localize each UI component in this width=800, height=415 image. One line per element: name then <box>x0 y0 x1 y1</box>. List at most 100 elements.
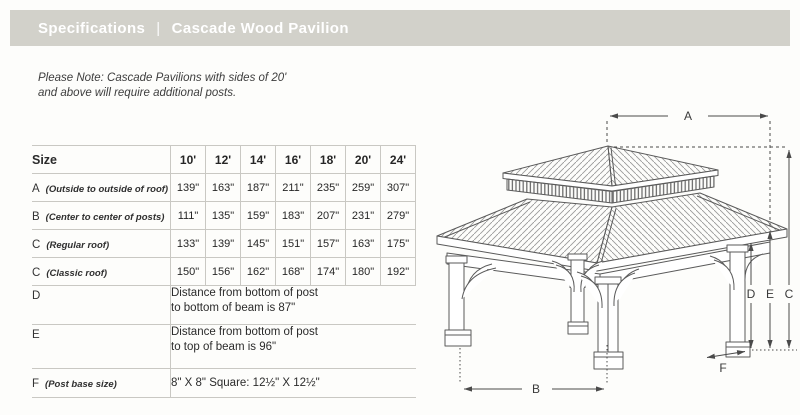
row-desc: (Regular roof) <box>46 239 110 251</box>
dim-label-b: B <box>532 382 540 396</box>
value-cell: 168" <box>275 257 311 286</box>
value-cell: 235" <box>310 173 346 202</box>
row-e-description: Distance from bottom of post to top of b… <box>170 324 416 369</box>
table-row-b: B(Center to center of posts) 111" 135" 1… <box>32 201 416 230</box>
value-cell: 259" <box>345 173 381 202</box>
row-label-d: D <box>32 285 171 325</box>
table-header-row: Size 10' 12' 14' 16' 18' 20' 24' <box>32 145 416 174</box>
value-cell: 159" <box>240 201 276 230</box>
column-header-18: 18' <box>310 145 346 174</box>
dim-label-c: C <box>785 287 794 301</box>
row-d-line-2: to bottom of beam is 87" <box>171 302 296 314</box>
value-cell: 145" <box>240 229 276 258</box>
column-header-20: 20' <box>345 145 381 174</box>
column-header-24: 24' <box>380 145 416 174</box>
cupola-vent-band <box>506 175 715 204</box>
header-bar: Specifications | Cascade Wood Pavilion <box>10 10 790 46</box>
column-header-12: 12' <box>205 145 241 174</box>
dim-label-f: F <box>719 361 726 375</box>
row-letter: A <box>32 182 40 195</box>
value-cell: 139" <box>170 173 206 202</box>
post-base <box>725 341 751 358</box>
post-base <box>593 351 624 370</box>
row-letter: E <box>32 329 40 341</box>
row-letter: B <box>32 210 40 223</box>
dimension-labels: A B C E D F <box>532 109 794 396</box>
table-row-f: F (Post base size) 8" X 8" Square: 12½" X… <box>32 368 416 398</box>
row-label-a: A (Outside to outside of roof) <box>32 173 171 202</box>
row-d-description: Distance from bottom of post to bottom o… <box>170 285 416 325</box>
row-letter: F <box>32 378 40 390</box>
value-cell: 133" <box>170 229 206 258</box>
pavilion-drawing: A B C E D F <box>436 109 797 396</box>
table-row-a: A(Outside to outside of roof) 139" 163" … <box>32 173 416 202</box>
dimension-a <box>606 113 771 226</box>
value-cell: 175" <box>380 229 416 258</box>
value-cell: 139" <box>205 229 241 258</box>
table-row-c-regular: C (Regular roof) 133" 139" 145" 151" 157"… <box>32 229 416 258</box>
page-title-right: Cascade Wood Pavilion <box>171 19 349 37</box>
value-cell: 187" <box>240 173 276 202</box>
value-cell: 231" <box>345 201 381 230</box>
table-row-c-classic: C (Classic roof) 150" 156" 162" 168" 174"… <box>32 257 416 286</box>
row-label-f: F (Post base size) <box>32 368 171 398</box>
dimension-b <box>459 345 608 392</box>
value-cell: 207" <box>310 201 346 230</box>
value-cell: 163" <box>345 229 381 258</box>
row-desc: (Center to center of posts) <box>45 211 165 223</box>
main-roof <box>436 192 788 272</box>
note-text: Please Note: Cascade Pavilions with side… <box>38 71 286 101</box>
dim-label-d: D <box>747 287 756 301</box>
page-title-left: Specifications <box>38 19 146 37</box>
value-cell: 163" <box>205 173 241 202</box>
row-f-description: 8" X 8" Square: 12½" X 12½" <box>170 368 416 398</box>
value-cell: 135" <box>205 201 241 230</box>
row-label-b: B (Center to center of posts) <box>32 201 171 230</box>
row-label-c-classic: C (Classic roof) <box>32 257 171 286</box>
row-d-line-1: Distance from bottom of post <box>171 287 319 299</box>
value-cell: 180" <box>345 257 381 286</box>
value-cell: 279" <box>380 201 416 230</box>
table-row-e: E Distance from bottom of post to top of… <box>32 324 416 369</box>
value-cell: 307" <box>380 173 416 202</box>
row-label-c-regular: C (Regular roof) <box>32 229 171 258</box>
row-letter: C <box>32 238 41 251</box>
note-line-1: Please Note: Cascade Pavilions with side… <box>38 72 287 84</box>
row-desc: (Classic roof) <box>46 267 108 279</box>
value-cell: 192" <box>380 257 416 286</box>
pavilion-diagram: A B C E D F <box>428 95 800 415</box>
row-desc: (Post base size) <box>45 379 117 390</box>
post-base <box>567 321 589 335</box>
size-header-cell: Size <box>32 145 171 174</box>
table-row-d: D Distance from bottom of post to bottom… <box>32 285 416 325</box>
post-right <box>709 244 764 358</box>
dimension-lines <box>459 113 797 392</box>
value-cell: 157" <box>310 229 346 258</box>
pavilion-structure <box>436 145 788 370</box>
upper-roof <box>502 145 719 192</box>
title-divider: | <box>156 19 161 37</box>
spec-table: Size 10' 12' 14' 16' 18' 20' 24' A (Outsi… <box>32 145 416 398</box>
value-cell: 174" <box>310 257 346 286</box>
post-base <box>444 329 472 347</box>
value-cell: 156" <box>205 257 241 286</box>
post-left <box>444 255 497 347</box>
row-letter: C <box>32 266 41 279</box>
value-cell: 150" <box>170 257 206 286</box>
column-header-14: 14' <box>240 145 276 174</box>
value-cell: 211" <box>275 173 311 202</box>
column-header-10: 10' <box>170 145 206 174</box>
row-label-e: E <box>32 324 171 369</box>
row-e-line-2: to top of beam is 96" <box>171 341 277 353</box>
row-desc: (Outside to outside of roof) <box>45 183 169 195</box>
dimension-f <box>706 350 746 359</box>
column-header-16: 16' <box>275 145 311 174</box>
note-line-2: and above will require additional posts. <box>38 87 237 99</box>
value-cell: 162" <box>240 257 276 286</box>
row-letter: D <box>32 290 41 302</box>
value-cell: 151" <box>275 229 311 258</box>
dim-label-a: A <box>684 109 692 123</box>
row-e-line-1: Distance from bottom of post <box>171 326 319 338</box>
dim-label-e: E <box>766 287 774 301</box>
